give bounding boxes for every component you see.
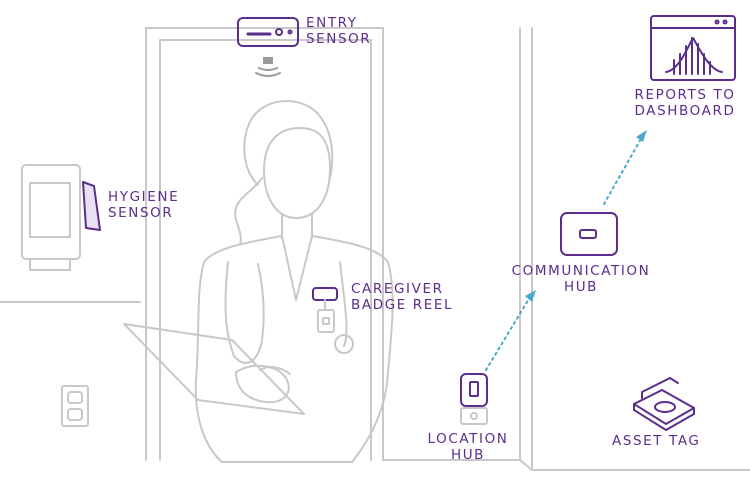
reports-to-dashboard-label: REPORTS TO DASHBOARD	[634, 87, 736, 119]
entry-sensor-icon	[237, 17, 299, 47]
hygiene-sensor-device	[82, 181, 101, 231]
hygiene-sensor-label: HYGIENE SENSOR	[108, 189, 180, 221]
location-hub-label: LOCATION HUB	[427, 431, 509, 463]
link-communication-to-dashboard	[603, 136, 643, 205]
caregiver-figure	[123, 99, 394, 463]
arrowhead-communication	[525, 290, 536, 302]
location-hub-icon	[460, 373, 488, 425]
communication-hub-icon	[560, 212, 618, 256]
asset-tag-label: ASSET TAG	[612, 433, 701, 449]
entry-sensor-label: ENTRY SENSOR	[306, 15, 372, 47]
signal-icon	[255, 57, 281, 77]
power-outlet-icon	[61, 385, 89, 427]
hygiene-dispenser-icon	[21, 164, 81, 271]
room-walls	[0, 27, 750, 471]
caregiver-badge-reel-label: CAREGIVER BADGE REEL	[351, 281, 454, 313]
communication-hub-label: COMMUNICATION HUB	[511, 263, 651, 295]
badge-reel-icon	[312, 287, 338, 333]
arrowhead-dashboard	[636, 130, 647, 142]
dashboard-monitor-icon	[650, 15, 736, 81]
link-location-to-communication	[485, 296, 531, 371]
door-frame	[145, 27, 384, 461]
asset-tag-icon	[633, 377, 695, 431]
